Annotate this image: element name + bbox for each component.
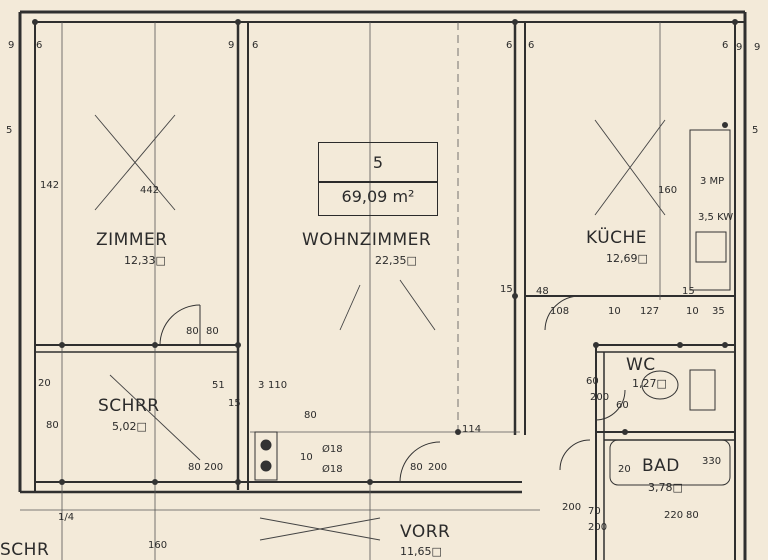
dim-label: 15 xyxy=(228,398,241,409)
dim-label: 20 xyxy=(38,378,51,389)
dim-label: 6 xyxy=(36,40,43,51)
dim-label: 9 xyxy=(8,40,15,51)
room-area-schrr: 5,02□ xyxy=(112,420,147,433)
dim-label: 160 xyxy=(658,185,678,196)
dim-label: 20 xyxy=(618,464,631,475)
dim-label: 60 xyxy=(586,376,599,387)
dim-label: 80 xyxy=(206,326,219,337)
room-area-wc: 1,27□ xyxy=(632,377,667,390)
room-area-zimmer: 12,33□ xyxy=(124,254,166,267)
room-area-wohnzimmer: 22,35□ xyxy=(375,254,417,267)
room-area-bad: 3,78□ xyxy=(648,481,683,494)
dim-label: 10 xyxy=(608,306,621,317)
gridlines xyxy=(20,22,661,560)
room-name-wohnzimmer: WOHNZIMMER xyxy=(302,230,432,250)
door-swings xyxy=(159,295,626,483)
unit-stamp: 5 69,09 m² xyxy=(318,142,438,216)
dim-label: 3 xyxy=(258,380,265,391)
unit-number: 5 xyxy=(372,153,384,172)
dim-label: 110 xyxy=(268,380,288,391)
dimension-nodes xyxy=(32,19,738,485)
dim-label: 15 xyxy=(500,284,513,295)
fixtures xyxy=(254,129,731,486)
dim-label: 70 xyxy=(588,506,601,517)
room-area-kuche: 12,69□ xyxy=(606,252,648,265)
dim-label: 35 xyxy=(712,306,725,317)
room-area-vorr: 11,65□ xyxy=(400,545,442,558)
dim-label: 5 xyxy=(6,125,13,136)
dim-label: 10 xyxy=(686,306,699,317)
interior-walls xyxy=(35,22,735,560)
dim-label: 127 xyxy=(640,306,660,317)
dim-label: 80 xyxy=(186,326,199,337)
unit-area: 69,09 m² xyxy=(341,187,415,206)
dim-label: 80 xyxy=(410,462,423,473)
outer-walls xyxy=(18,10,747,560)
dim-label: 80 xyxy=(686,510,699,521)
dim-label: 200 xyxy=(590,392,610,403)
dim-label: 200 xyxy=(562,502,582,513)
dim-label: 51 xyxy=(212,380,225,391)
dim-label: 330 xyxy=(702,456,722,467)
dim-label: 9 xyxy=(736,42,743,53)
room-name-wc: WC xyxy=(626,355,656,375)
dim-label: 5 xyxy=(752,125,759,136)
dim-label: 200 xyxy=(204,462,224,473)
dim-label: 60 xyxy=(616,400,629,411)
unit-stamp-divider xyxy=(319,181,437,183)
dim-label: 200 xyxy=(588,522,608,533)
dim-label: 114 xyxy=(462,424,482,435)
dim-label: 9 xyxy=(754,42,761,53)
fixture-boiler: 3 MP xyxy=(700,176,725,187)
dim-label: 108 xyxy=(550,306,570,317)
dim-label: Ø18 xyxy=(322,464,343,475)
dim-label: 6 xyxy=(528,40,535,51)
room-name-zimmer: ZIMMER xyxy=(96,230,168,250)
dim-label: 442 xyxy=(140,185,160,196)
dim-label: 6 xyxy=(252,40,259,51)
dim-label: 200 xyxy=(428,462,448,473)
room-name-schrr: SCHRR xyxy=(98,396,160,416)
dim-label: Ø18 xyxy=(322,444,343,455)
ceiling-light-marks xyxy=(94,114,666,541)
fixture-stove: 3,5 KW xyxy=(698,212,734,223)
dim-label: 80 xyxy=(188,462,201,473)
dim-label: 1/4 xyxy=(58,512,75,523)
room-name-vorr: VORR xyxy=(400,522,451,542)
dim-label: 48 xyxy=(536,286,549,297)
dim-label: 6 xyxy=(506,40,513,51)
dim-label: 6 xyxy=(722,40,729,51)
room-name-bad: BAD xyxy=(642,456,680,476)
room-name-kuche: KÜCHE xyxy=(586,228,648,248)
room-name-schr: SCHR xyxy=(0,540,50,560)
dim-label: 220 xyxy=(664,510,684,521)
dim-label: 9 xyxy=(228,40,235,51)
dim-label: 10 xyxy=(300,452,313,463)
dim-label: 15 xyxy=(682,286,695,297)
dim-label: 80 xyxy=(46,420,59,431)
dim-label: 80 xyxy=(304,410,317,421)
dim-label: 160 xyxy=(148,540,168,551)
dim-label: 142 xyxy=(40,180,60,191)
